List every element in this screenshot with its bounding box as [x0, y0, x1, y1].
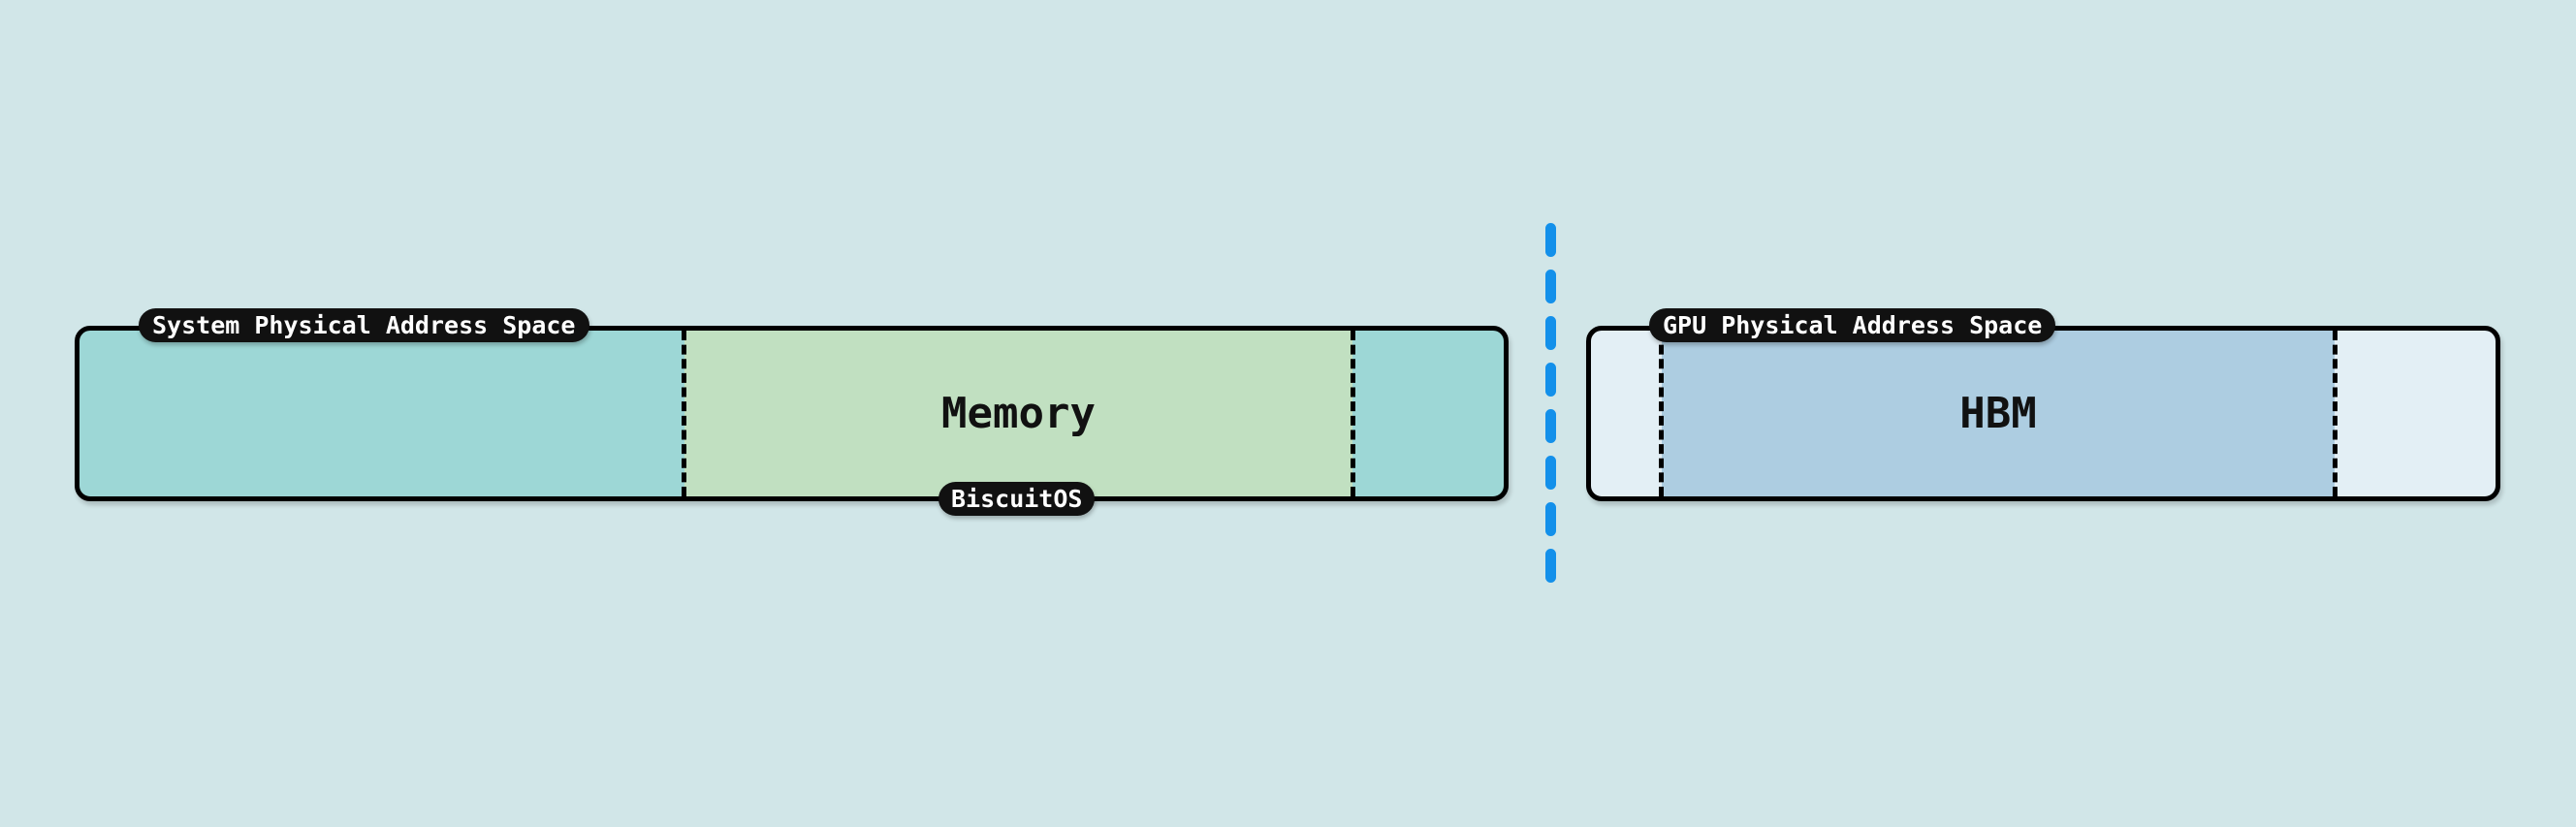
system-space-title: System Physical Address Space [139, 308, 589, 342]
biscuitos-label: BiscuitOS [938, 482, 1096, 516]
gpu-space-title: GPU Physical Address Space [1649, 308, 2056, 342]
separator-dashed-line [1545, 223, 1556, 605]
memory-label: Memory [941, 389, 1096, 438]
gpu-physical-address-space-box: HBM [1586, 326, 2500, 501]
system-physical-address-space-box: Memory [75, 326, 1509, 501]
hbm-region: HBM [1659, 331, 2337, 496]
memory-region: Memory [682, 331, 1355, 496]
hbm-label: HBM [1959, 389, 2037, 438]
